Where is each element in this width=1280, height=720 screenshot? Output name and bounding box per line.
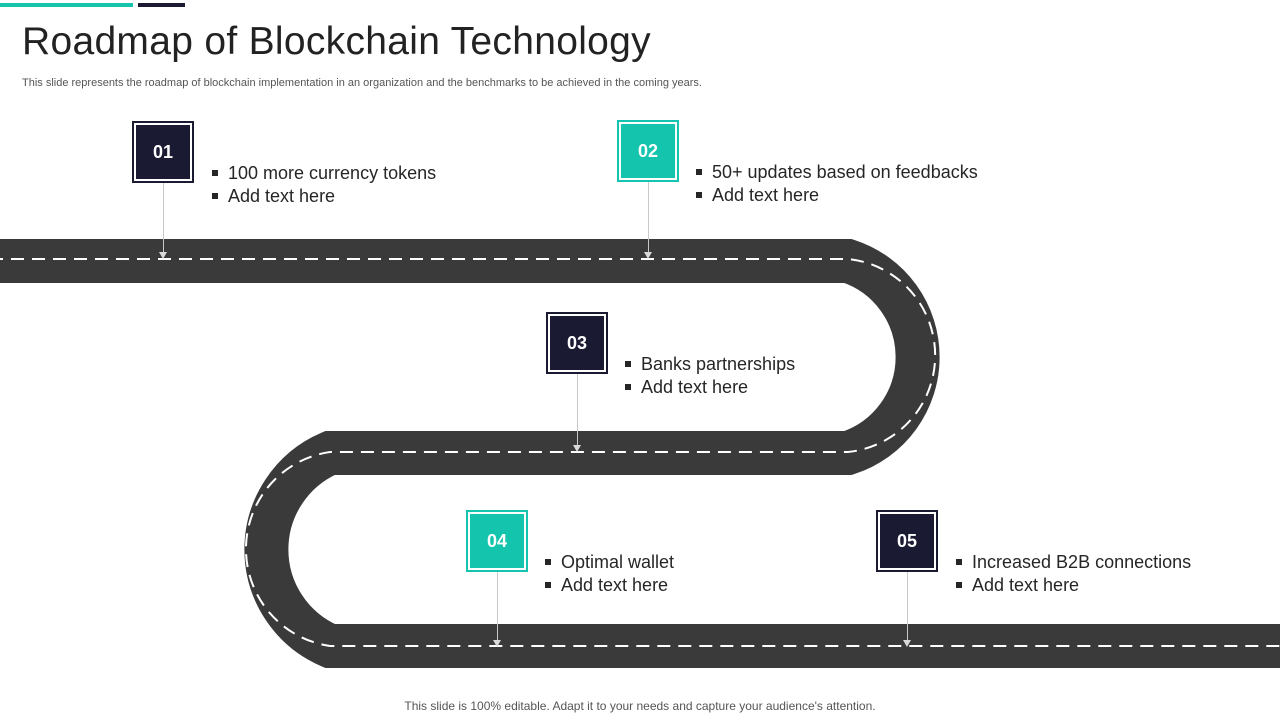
milestone-pin-05 [903,571,911,647]
accent-bar-navy [138,3,185,7]
milestone-list-01: 100 more currency tokens Add text here [210,162,436,208]
road-lane-marking [0,258,1280,647]
milestone-marker-04: 04 [466,510,528,572]
milestone-marker-01: 01 [132,121,194,183]
milestone-03-bullet-2: Add text here [623,376,795,399]
milestone-number-05: 05 [896,530,918,551]
milestone-marker-02: 02 [617,120,679,182]
milestone-marker-03: 03 [546,312,608,374]
milestone-marker-05: 05 [876,510,938,572]
page-title: Roadmap of Blockchain Technology [22,20,651,63]
milestone-list-04: Optimal wallet Add text here [543,551,674,597]
milestone-01-bullet-1: 100 more currency tokens [210,162,436,185]
milestone-02-bullet-1: 50+ updates based on feedbacks [694,161,978,184]
milestone-number-02: 02 [637,140,659,161]
milestone-pin-04 [493,571,501,647]
milestone-list-03: Banks partnerships Add text here [623,353,795,399]
milestone-pin-01 [159,181,167,259]
accent-bar-teal [0,3,133,7]
page-subtitle: This slide represents the roadmap of blo… [22,77,702,89]
milestone-04-bullet-1: Optimal wallet [543,551,674,574]
milestone-pin-02 [644,181,652,259]
milestone-04-bullet-2: Add text here [543,574,674,597]
milestone-number-03: 03 [566,332,588,353]
milestone-number-01: 01 [152,141,174,162]
milestone-05-bullet-1: Increased B2B connections [954,551,1191,574]
milestone-number-04: 04 [486,530,508,551]
milestone-pin-03 [573,373,581,452]
milestone-02-bullet-2: Add text here [694,184,978,207]
milestone-05-bullet-2: Add text here [954,574,1191,597]
milestone-list-05: Increased B2B connections Add text here [954,551,1191,597]
milestone-01-bullet-2: Add text here [210,185,436,208]
milestone-03-bullet-1: Banks partnerships [623,353,795,376]
footer-note: This slide is 100% editable. Adapt it to… [404,699,876,713]
milestone-list-02: 50+ updates based on feedbacks Add text … [694,161,978,207]
